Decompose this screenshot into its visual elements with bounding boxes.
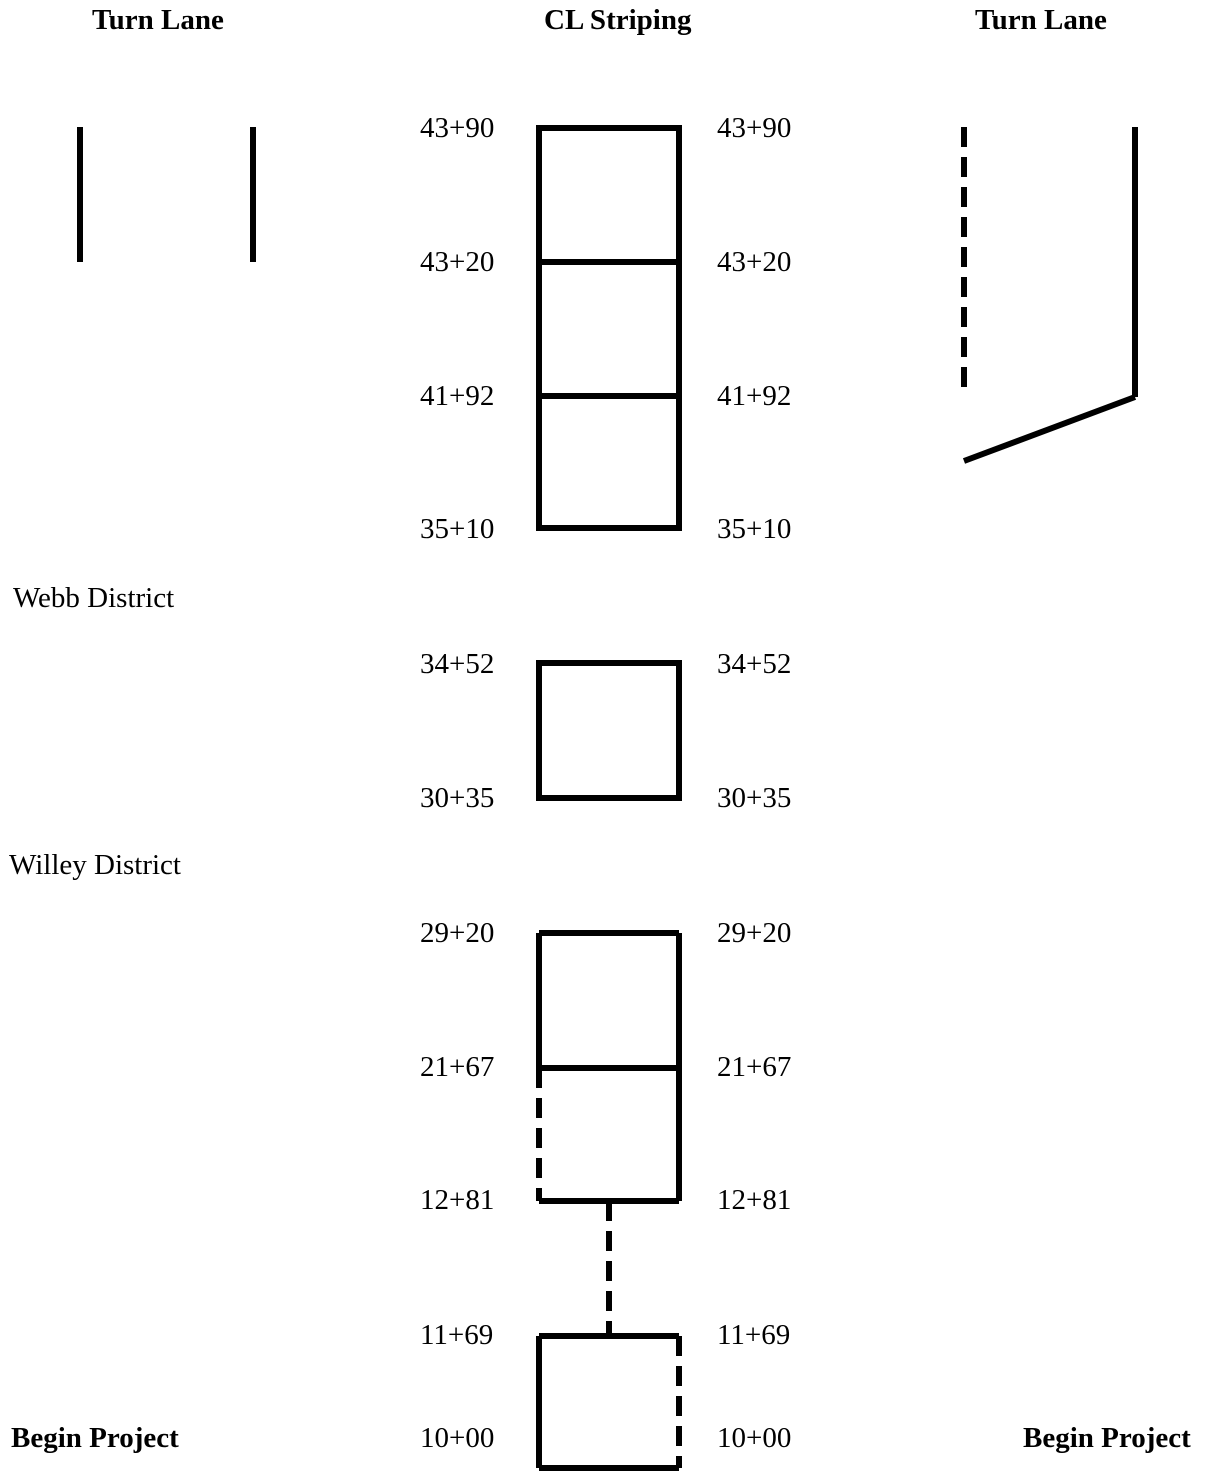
station-left-10-00: 10+00 — [420, 1422, 495, 1454]
station-right-34-52: 34+52 — [717, 648, 792, 680]
station-left-34-52: 34+52 — [420, 648, 495, 680]
station-right-43-90: 43+90 — [717, 112, 792, 144]
station-left-43-90: 43+90 — [420, 112, 495, 144]
station-left-41-92: 41+92 — [420, 380, 495, 412]
station-right-29-20: 29+20 — [717, 917, 792, 949]
station-right-21-67: 21+67 — [717, 1051, 792, 1083]
district-webb: Webb District — [13, 582, 175, 614]
cl-block-43-90-to-35-10 — [536, 125, 682, 531]
station-right-43-20: 43+20 — [717, 246, 792, 278]
station-left-30-35: 30+35 — [420, 782, 495, 814]
right-turn-lane-taper — [962, 394, 1137, 464]
station-right-10-00: 10+00 — [717, 1422, 792, 1454]
header-left-turn-lane: Turn Lane — [92, 4, 224, 36]
station-left-12-81: 12+81 — [420, 1184, 495, 1216]
station-right-30-35: 30+35 — [717, 782, 792, 814]
station-left-35-10: 35+10 — [420, 513, 495, 545]
station-left-43-20: 43+20 — [420, 246, 495, 278]
begin-project-right: Begin Project — [1023, 1422, 1191, 1454]
header-cl-striping: CL Striping — [544, 4, 692, 36]
cl-block-34-52-to-30-35 — [536, 660, 682, 801]
header-right-turn-lane: Turn Lane — [975, 4, 1107, 36]
station-right-11-69: 11+69 — [717, 1319, 791, 1351]
station-left-21-67: 21+67 — [420, 1051, 495, 1083]
station-right-41-92: 41+92 — [717, 380, 792, 412]
station-right-12-81: 12+81 — [717, 1184, 792, 1216]
station-left-29-20: 29+20 — [420, 917, 495, 949]
station-right-35-10: 35+10 — [717, 513, 792, 545]
district-willey: Willey District — [9, 849, 181, 881]
station-left-11-69: 11+69 — [420, 1319, 494, 1351]
begin-project-left: Begin Project — [11, 1422, 179, 1454]
